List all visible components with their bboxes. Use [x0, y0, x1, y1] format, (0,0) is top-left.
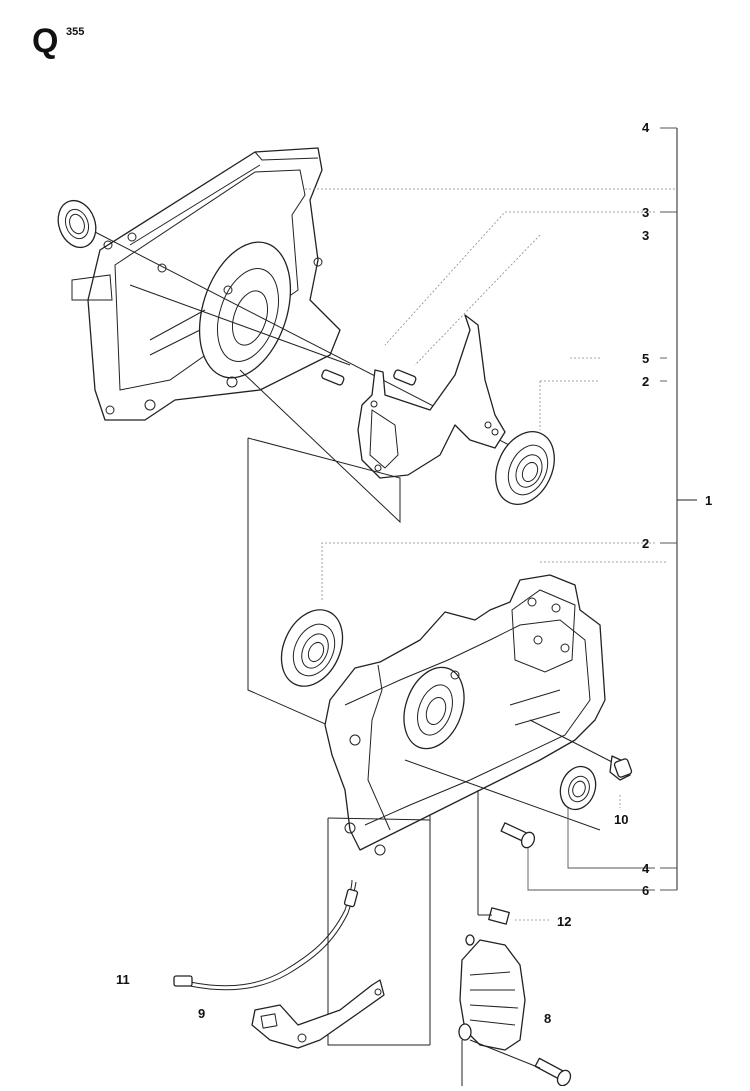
- callout-4-top: 4: [642, 120, 650, 135]
- crankcase-lower-half: [324, 574, 606, 856]
- callout-10: 10: [614, 812, 628, 827]
- section-letter: Q: [32, 22, 59, 60]
- callout-2-top: 2: [642, 374, 649, 389]
- callout-6: 6: [642, 883, 649, 898]
- callout-labels: 4 3 3 5 2 1 2 10 4 6 12 11 9 8: [116, 120, 712, 1026]
- callout-9: 9: [198, 1006, 205, 1021]
- callout-3-b: 3: [642, 228, 649, 243]
- bearing-lower: [280, 609, 344, 687]
- assembly-frame-lower-right: [327, 817, 431, 821]
- bolt-6: [500, 822, 536, 849]
- centre-axis-upper-b: [129, 284, 351, 366]
- callout-5: 5: [642, 351, 649, 366]
- callout-11: 11: [116, 972, 130, 987]
- bearing-upper: [495, 431, 555, 505]
- screw-10: [529, 719, 633, 781]
- bolt-8: [469, 1039, 572, 1087]
- assembly-frame-lower: [327, 818, 430, 1046]
- callout-1: 1: [705, 493, 712, 508]
- connector-12: [477, 790, 510, 925]
- cover-8: [458, 934, 526, 1086]
- assembly-bracket: [676, 128, 697, 890]
- guide-pin-b: [393, 369, 417, 386]
- callout-3-a: 3: [642, 205, 649, 220]
- gasket: [357, 314, 506, 479]
- guide-pin-a: [321, 369, 345, 386]
- seal-upper: [57, 199, 97, 249]
- callout-12: 12: [557, 914, 571, 929]
- bracket-9: [251, 979, 385, 1049]
- callout-4-bottom: 4: [642, 861, 650, 876]
- leader-lines: [305, 127, 677, 921]
- seal-lower: [559, 765, 597, 811]
- crankcase-upper-half: [71, 147, 341, 421]
- assembly-frame-upper: [239, 369, 401, 524]
- callout-2-mid: 2: [642, 536, 649, 551]
- callout-8: 8: [544, 1011, 551, 1026]
- model-number: 355: [66, 26, 85, 38]
- wire-harness-11: [173, 879, 359, 991]
